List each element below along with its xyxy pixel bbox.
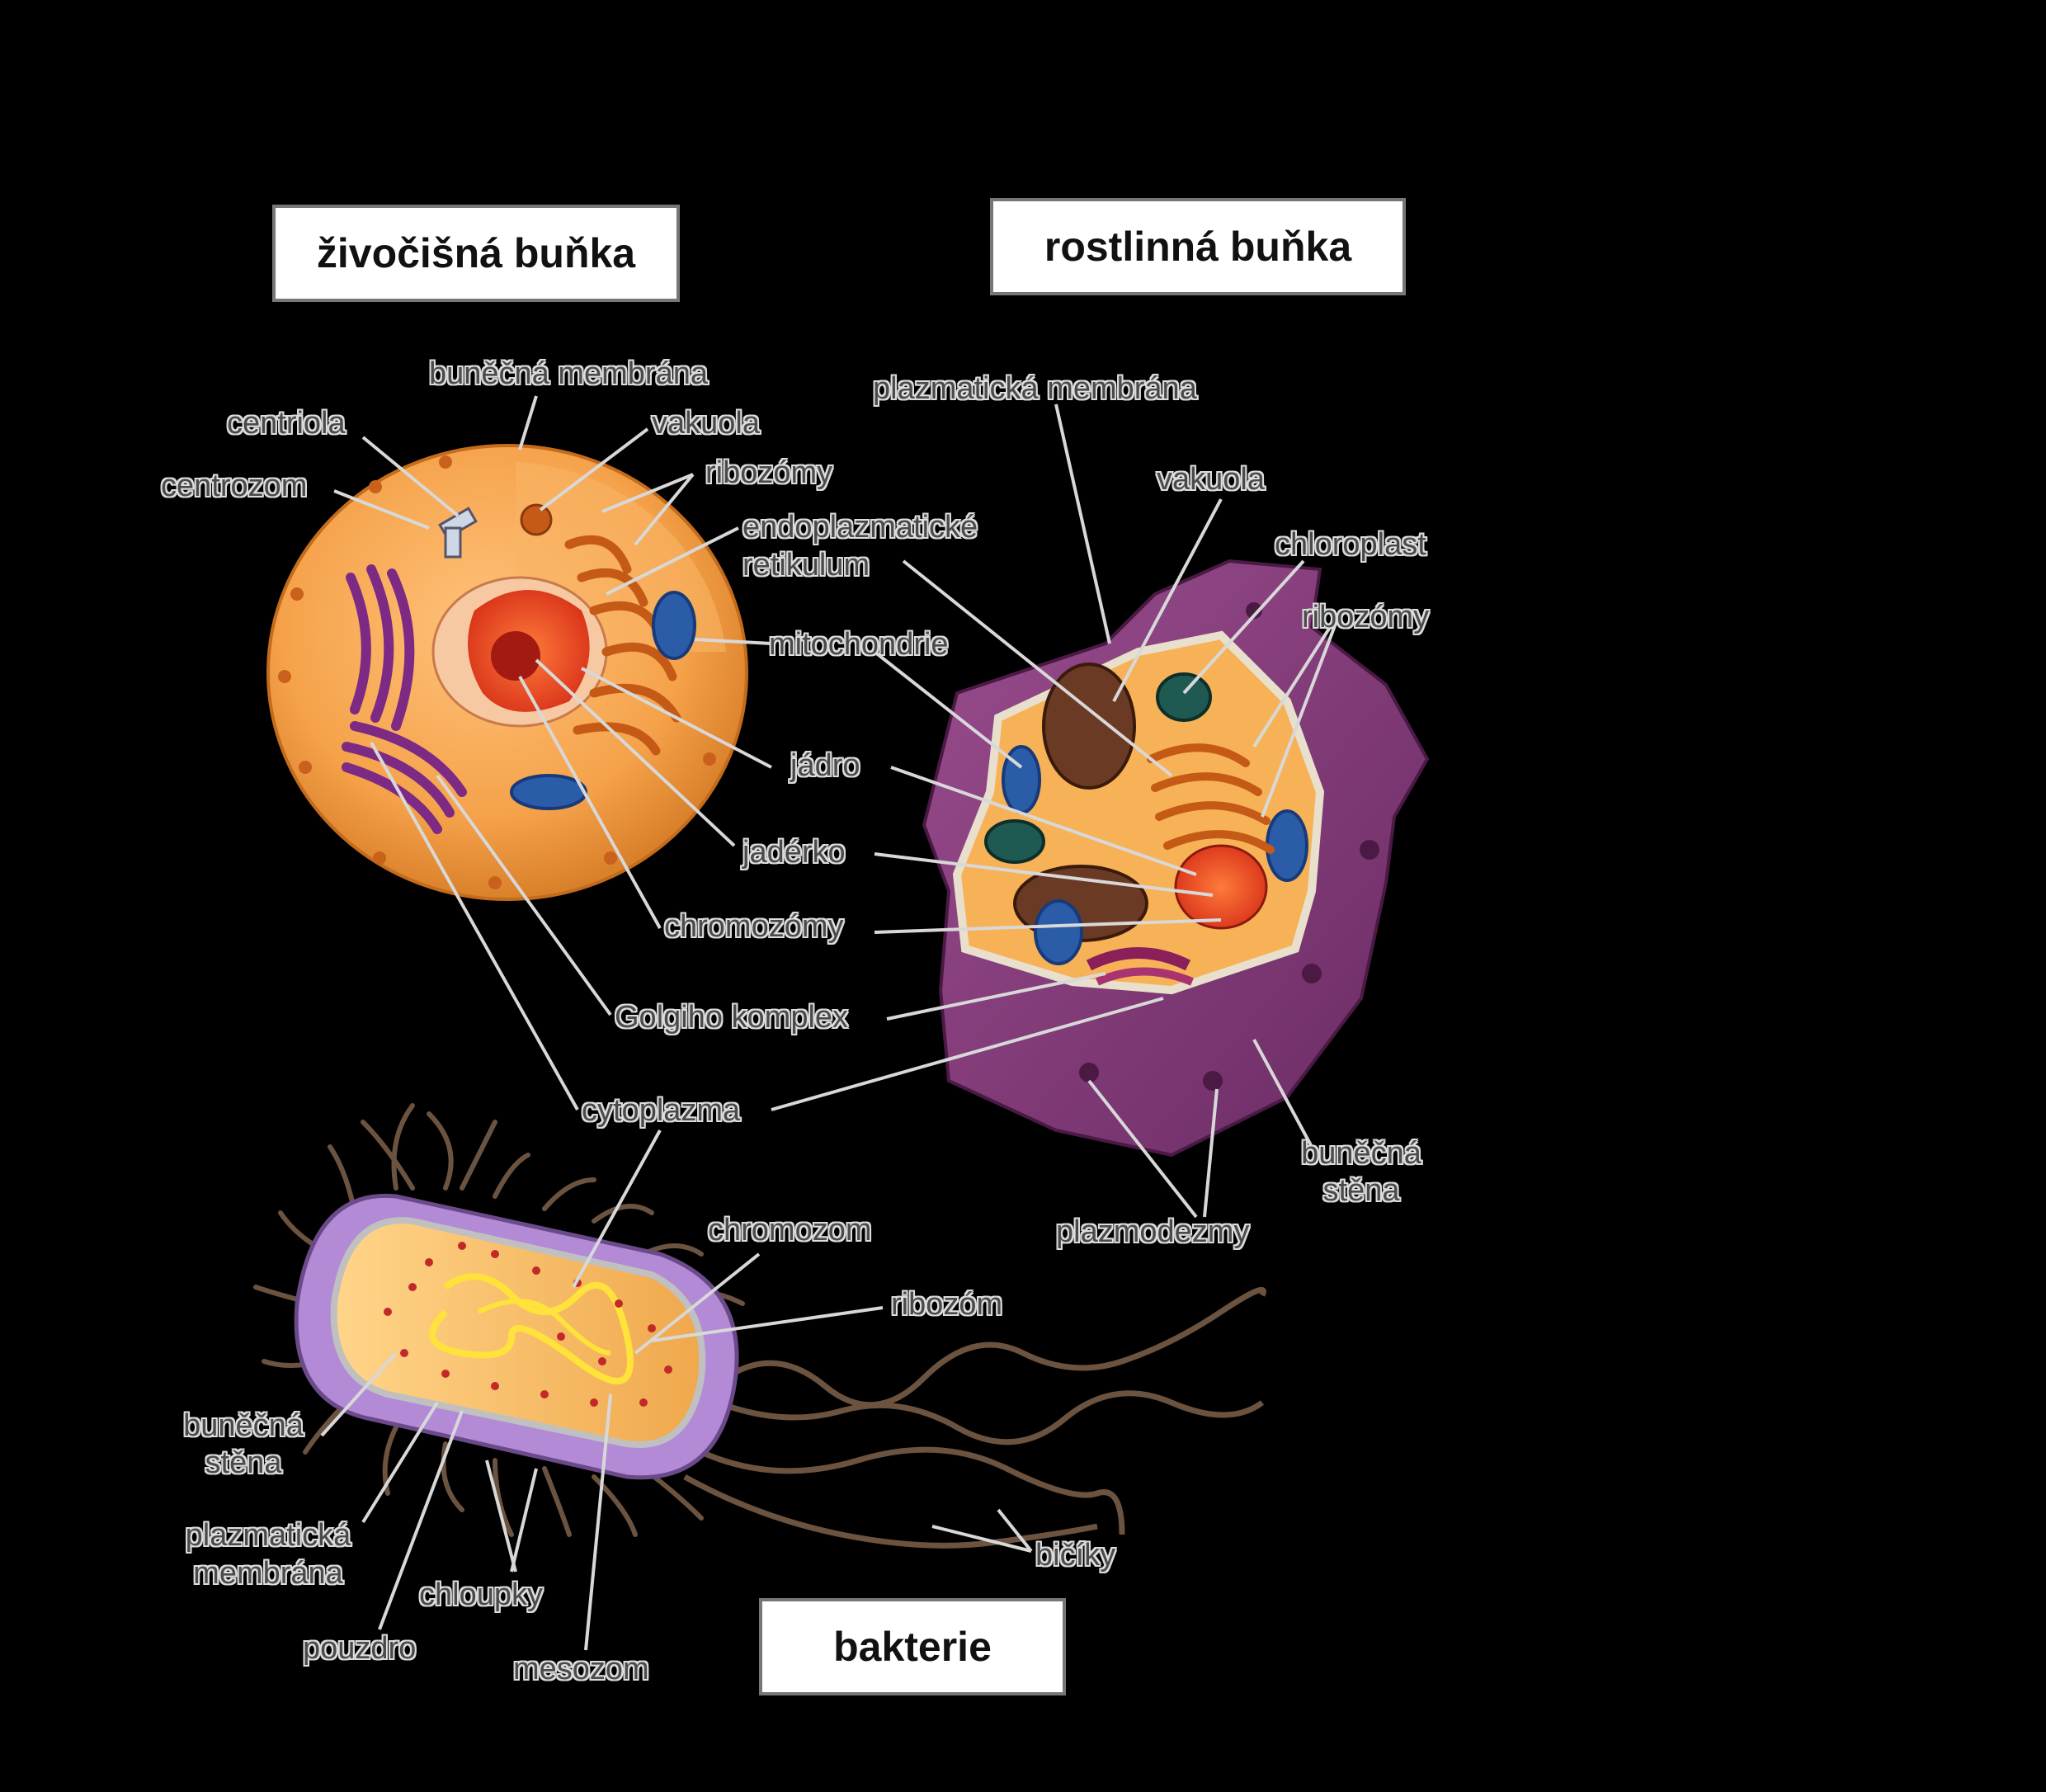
title-bacteria: bakterie <box>759 1598 1066 1695</box>
label-animal-golgi: Golgiho komplex <box>615 1000 849 1035</box>
label-animal-ribosomes: ribozómy <box>705 455 833 490</box>
label-plant-chloroplast: chloroplast <box>1275 527 1426 562</box>
label-plant-plasma-membrane: plazmatická membrána <box>873 371 1197 406</box>
label-bacteria-mesosome: mesozom <box>513 1652 649 1686</box>
label-bacteria-chromosome: chromozom <box>708 1213 872 1247</box>
label-animal-vacuole: vakuola <box>652 406 760 441</box>
label-plant-vacuole: vakuola <box>1157 462 1265 497</box>
label-bacteria-pili: chloupky <box>419 1577 543 1612</box>
label-animal-cytoplasm: cytoplazma <box>582 1093 741 1128</box>
label-bacteria-cell-wall-line1: buněčná <box>183 1408 304 1443</box>
label-animal-er-line1: endoplazmatické <box>742 510 978 545</box>
label-animal-mitochondria: mitochondrie <box>769 627 949 662</box>
label-bacteria-capsule: pouzdro <box>303 1631 417 1666</box>
label-plant-plasmodesmata: plazmodezmy <box>1056 1214 1250 1249</box>
animal-cell <box>266 444 748 901</box>
label-animal-nucleus: jádro <box>790 748 860 783</box>
label-bacteria-flagella: bičíky <box>1035 1538 1116 1573</box>
label-animal-membrane: buněčná membrána <box>429 356 708 391</box>
title-animal-cell: živočišná buňka <box>272 205 680 302</box>
label-bacteria-cell-wall-line2: stěna <box>205 1445 282 1480</box>
title-plant-cell: rostlinná buňka <box>990 198 1406 295</box>
label-animal-chromosomes: chromozómy <box>664 909 844 944</box>
label-plant-cell-wall-line1: buněčná <box>1301 1136 1421 1171</box>
label-animal-er-line2: retikulum <box>742 548 870 582</box>
label-plant-cell-wall-line2: stěna <box>1322 1173 1400 1208</box>
label-animal-centrosome: centrozom <box>161 469 308 503</box>
label-animal-centriole: centriola <box>227 406 346 441</box>
label-bacteria-plasma-membrane-line1: plazmatická <box>185 1518 351 1553</box>
label-bacteria-plasma-membrane-line2: membrána <box>193 1556 343 1591</box>
label-animal-nucleolus: jadérko <box>742 835 846 870</box>
label-bacteria-ribosome: ribozóm <box>891 1287 1003 1322</box>
label-plant-ribosomes: ribozómy <box>1302 600 1430 634</box>
leader-lines <box>320 395 1342 1651</box>
bacterium <box>253 1103 1266 1549</box>
plant-cell <box>922 559 1430 1158</box>
